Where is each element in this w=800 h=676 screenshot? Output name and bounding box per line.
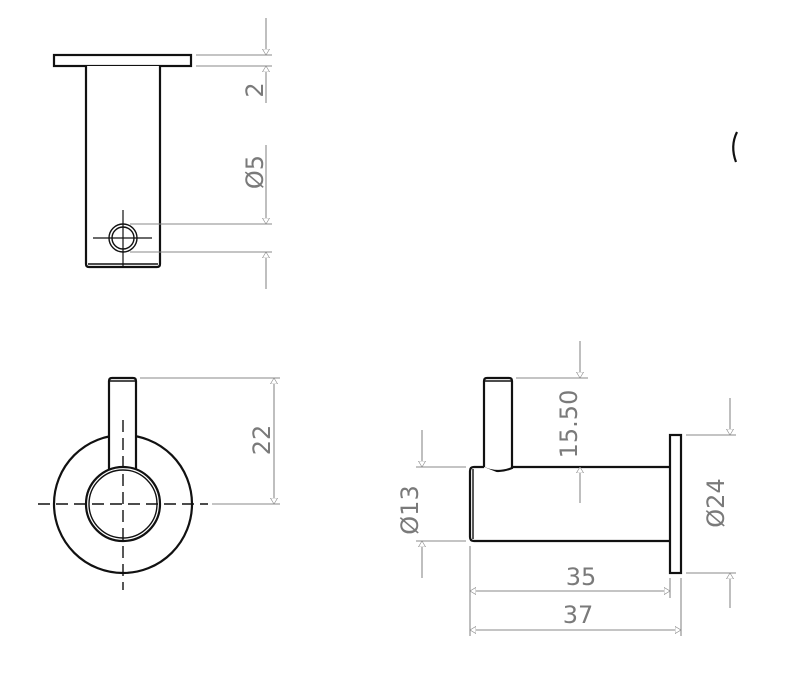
top-view: 2 Ø5 (52, 18, 272, 289)
side-view: 15.50 Ø13 Ø24 35 37 (396, 341, 736, 636)
hook-body-side (468, 465, 670, 543)
dim-overall-length: 37 (563, 601, 594, 629)
dim-plate-diameter: Ø24 (702, 478, 730, 527)
dim-body-diameter: Ø13 (396, 485, 424, 534)
dim-hole-diameter: Ø5 (241, 155, 269, 189)
partial-arc (732, 131, 738, 163)
dim-pin-height-front: 22 (248, 425, 276, 456)
rosette-plate-side (668, 433, 683, 575)
front-view: 22 (38, 376, 280, 590)
mounting-plate-edge (52, 53, 193, 68)
dim-plate-thickness: 2 (241, 82, 269, 97)
dim-pin-height-side: 15.50 (555, 390, 583, 459)
hook-pin-side (482, 376, 514, 473)
dim-body-length: 35 (566, 563, 597, 591)
